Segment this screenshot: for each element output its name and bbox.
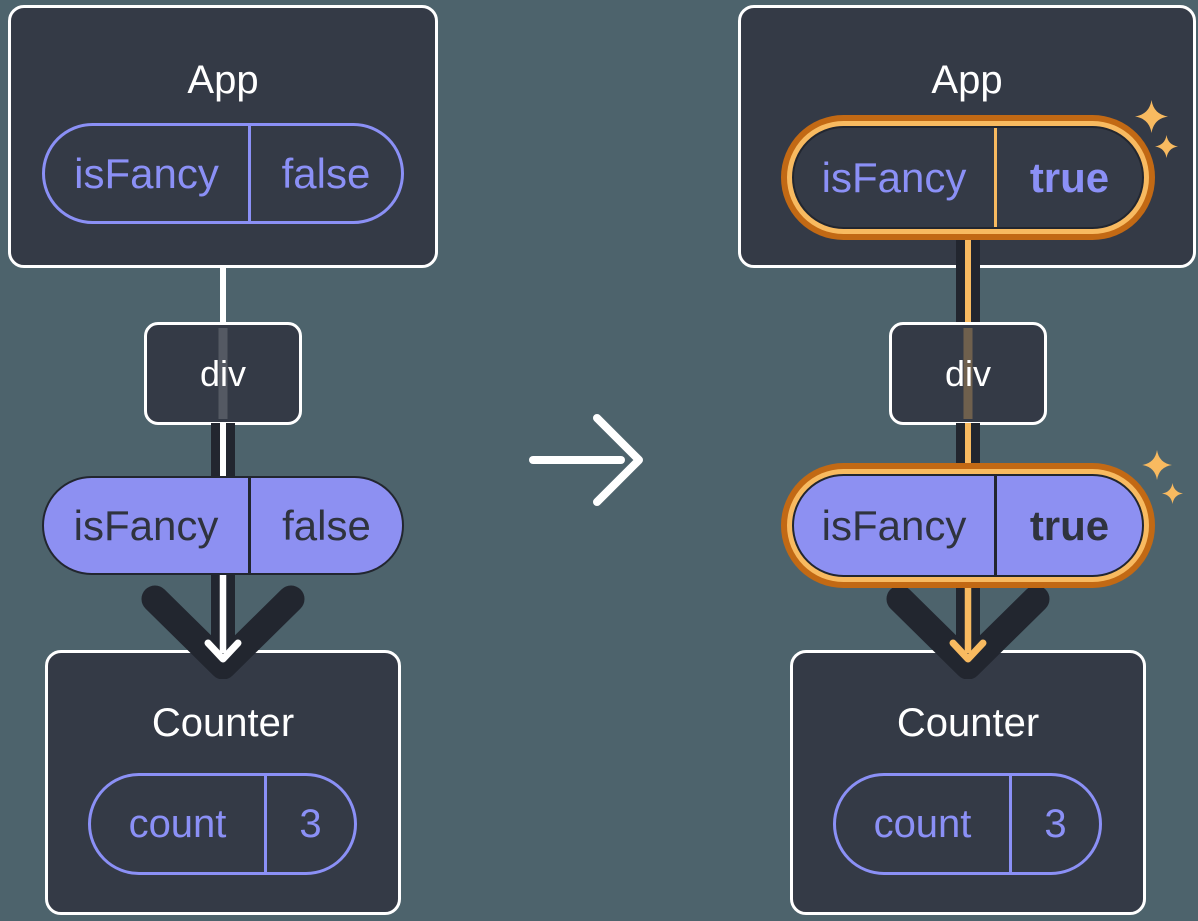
highlight-ring-inner: isFancy true [787,469,1149,582]
prop-value-cell: false [248,478,402,573]
prop-value: false [281,149,371,197]
prop-name-cell: isFancy [45,126,248,221]
passed-prop-pill: isFancy true [792,474,1144,577]
edge-div-to-counter [220,423,226,476]
tree-before: App isFancy false div isFancy false [0,0,453,921]
counter-node: Counter [790,650,1146,915]
prop-name: isFancy [821,501,967,549]
highlight-ring: isFancy true [781,115,1155,240]
div-node: div [144,322,302,425]
edge-div-to-counter [965,423,971,476]
state-value-cell: 3 [1009,776,1099,872]
prop-name-cell: isFancy [794,476,994,575]
down-arrow-icon [886,575,1050,679]
prop-name: isFancy [821,153,967,201]
prop-value: true [1029,153,1110,201]
counter-title: Counter [896,701,1040,745]
state-name: count [873,801,972,846]
counter-state-pill: count 3 [88,773,357,875]
transition-arrow-icon [529,414,643,506]
counter-node: Counter [45,650,401,915]
sparkle-icon [1162,483,1183,504]
prop-name-cell: isFancy [794,128,994,227]
passed-prop-pill: isFancy false [42,476,404,575]
div-title: div [199,352,247,394]
prop-flow-trace [963,328,973,419]
prop-value-cell: true [994,128,1142,227]
state-name-cell: count [91,776,264,872]
prop-value: true [1029,501,1110,549]
app-prop-pill: isFancy false [42,123,404,224]
counter-title: Counter [151,701,295,745]
edge-app-to-div [965,234,971,322]
state-value: 3 [299,801,322,846]
div-node: div [889,322,1047,425]
sparkle-icon [1135,100,1168,133]
counter-state-pill: count 3 [833,773,1102,875]
state-name: count [128,801,227,846]
div-title: div [944,352,992,394]
state-value-cell: 3 [264,776,354,872]
prop-value: false [282,501,371,549]
app-prop-pill: isFancy true [792,126,1144,229]
prop-name: isFancy [74,149,219,197]
tree-after: App isFancy true di [738,0,1198,921]
state-value: 3 [1044,801,1067,846]
prop-value-cell: true [994,476,1142,575]
prop-flow-trace [218,328,228,419]
app-title: App [187,58,259,102]
prop-name-cell: isFancy [44,478,248,573]
sparkle-icon [1142,450,1172,480]
highlight-ring-inner: isFancy true [787,121,1149,234]
app-title: App [931,58,1003,102]
down-arrow-icon [141,575,305,679]
prop-name: isFancy [73,501,219,549]
prop-value-cell: false [248,126,401,221]
sparkle-icon [1155,135,1178,158]
edge-app-to-div [220,266,226,322]
state-name-cell: count [836,776,1009,872]
highlight-ring: isFancy true [781,463,1155,588]
